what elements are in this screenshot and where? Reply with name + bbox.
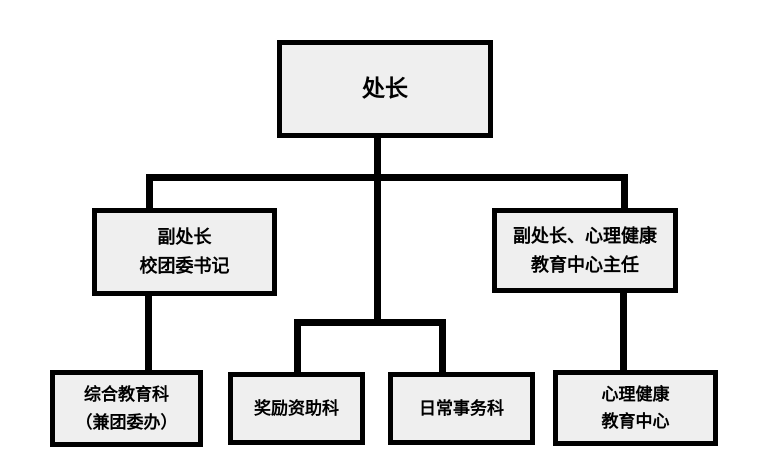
node-deputy-youth-league: 副处长 校团委书记 [92,208,277,296]
connector-level3-left-drop [294,319,301,374]
node-comprehensive-education-line1: 综合教育科 [84,385,169,405]
connector-level2-horizontal [146,174,628,181]
node-mental-health-center: 心理健康 教育中心 [553,370,718,446]
node-mental-health-center-line2: 教育中心 [601,412,670,431]
node-deputy-youth-league-line2: 校团委书记 [139,256,230,276]
node-director-label: 处长 [362,75,408,101]
connector-level2-left-drop [146,174,153,210]
node-awards-aid: 奖励资助科 [228,372,365,445]
node-comprehensive-education-line2: （兼团委办） [75,412,178,432]
node-director: 处长 [277,40,493,138]
node-daily-affairs: 日常事务科 [388,372,535,445]
connector-root-vertical [374,137,381,326]
connector-level2-right-drop [621,174,628,210]
node-comprehensive-education: 综合教育科 （兼团委办） [50,370,203,447]
node-deputy-mental-health-line1: 副处长、心理健康 [513,225,657,246]
connector-deputy-left-to-dept [145,293,152,372]
node-daily-affairs-line1: 日常事务科 [419,398,504,418]
node-mental-health-center-line1: 心理健康 [601,384,670,404]
connector-level3-horizontal [294,319,446,326]
connector-deputy-right-to-dept [620,290,627,372]
connector-level3-right-drop [439,319,446,374]
node-awards-aid-line1: 奖励资助科 [254,398,339,418]
node-deputy-mental-health-line2: 教育中心主任 [531,254,639,275]
node-deputy-mental-health: 副处长、心理健康 教育中心主任 [492,208,678,293]
node-deputy-youth-league-line1: 副处长 [157,227,212,248]
